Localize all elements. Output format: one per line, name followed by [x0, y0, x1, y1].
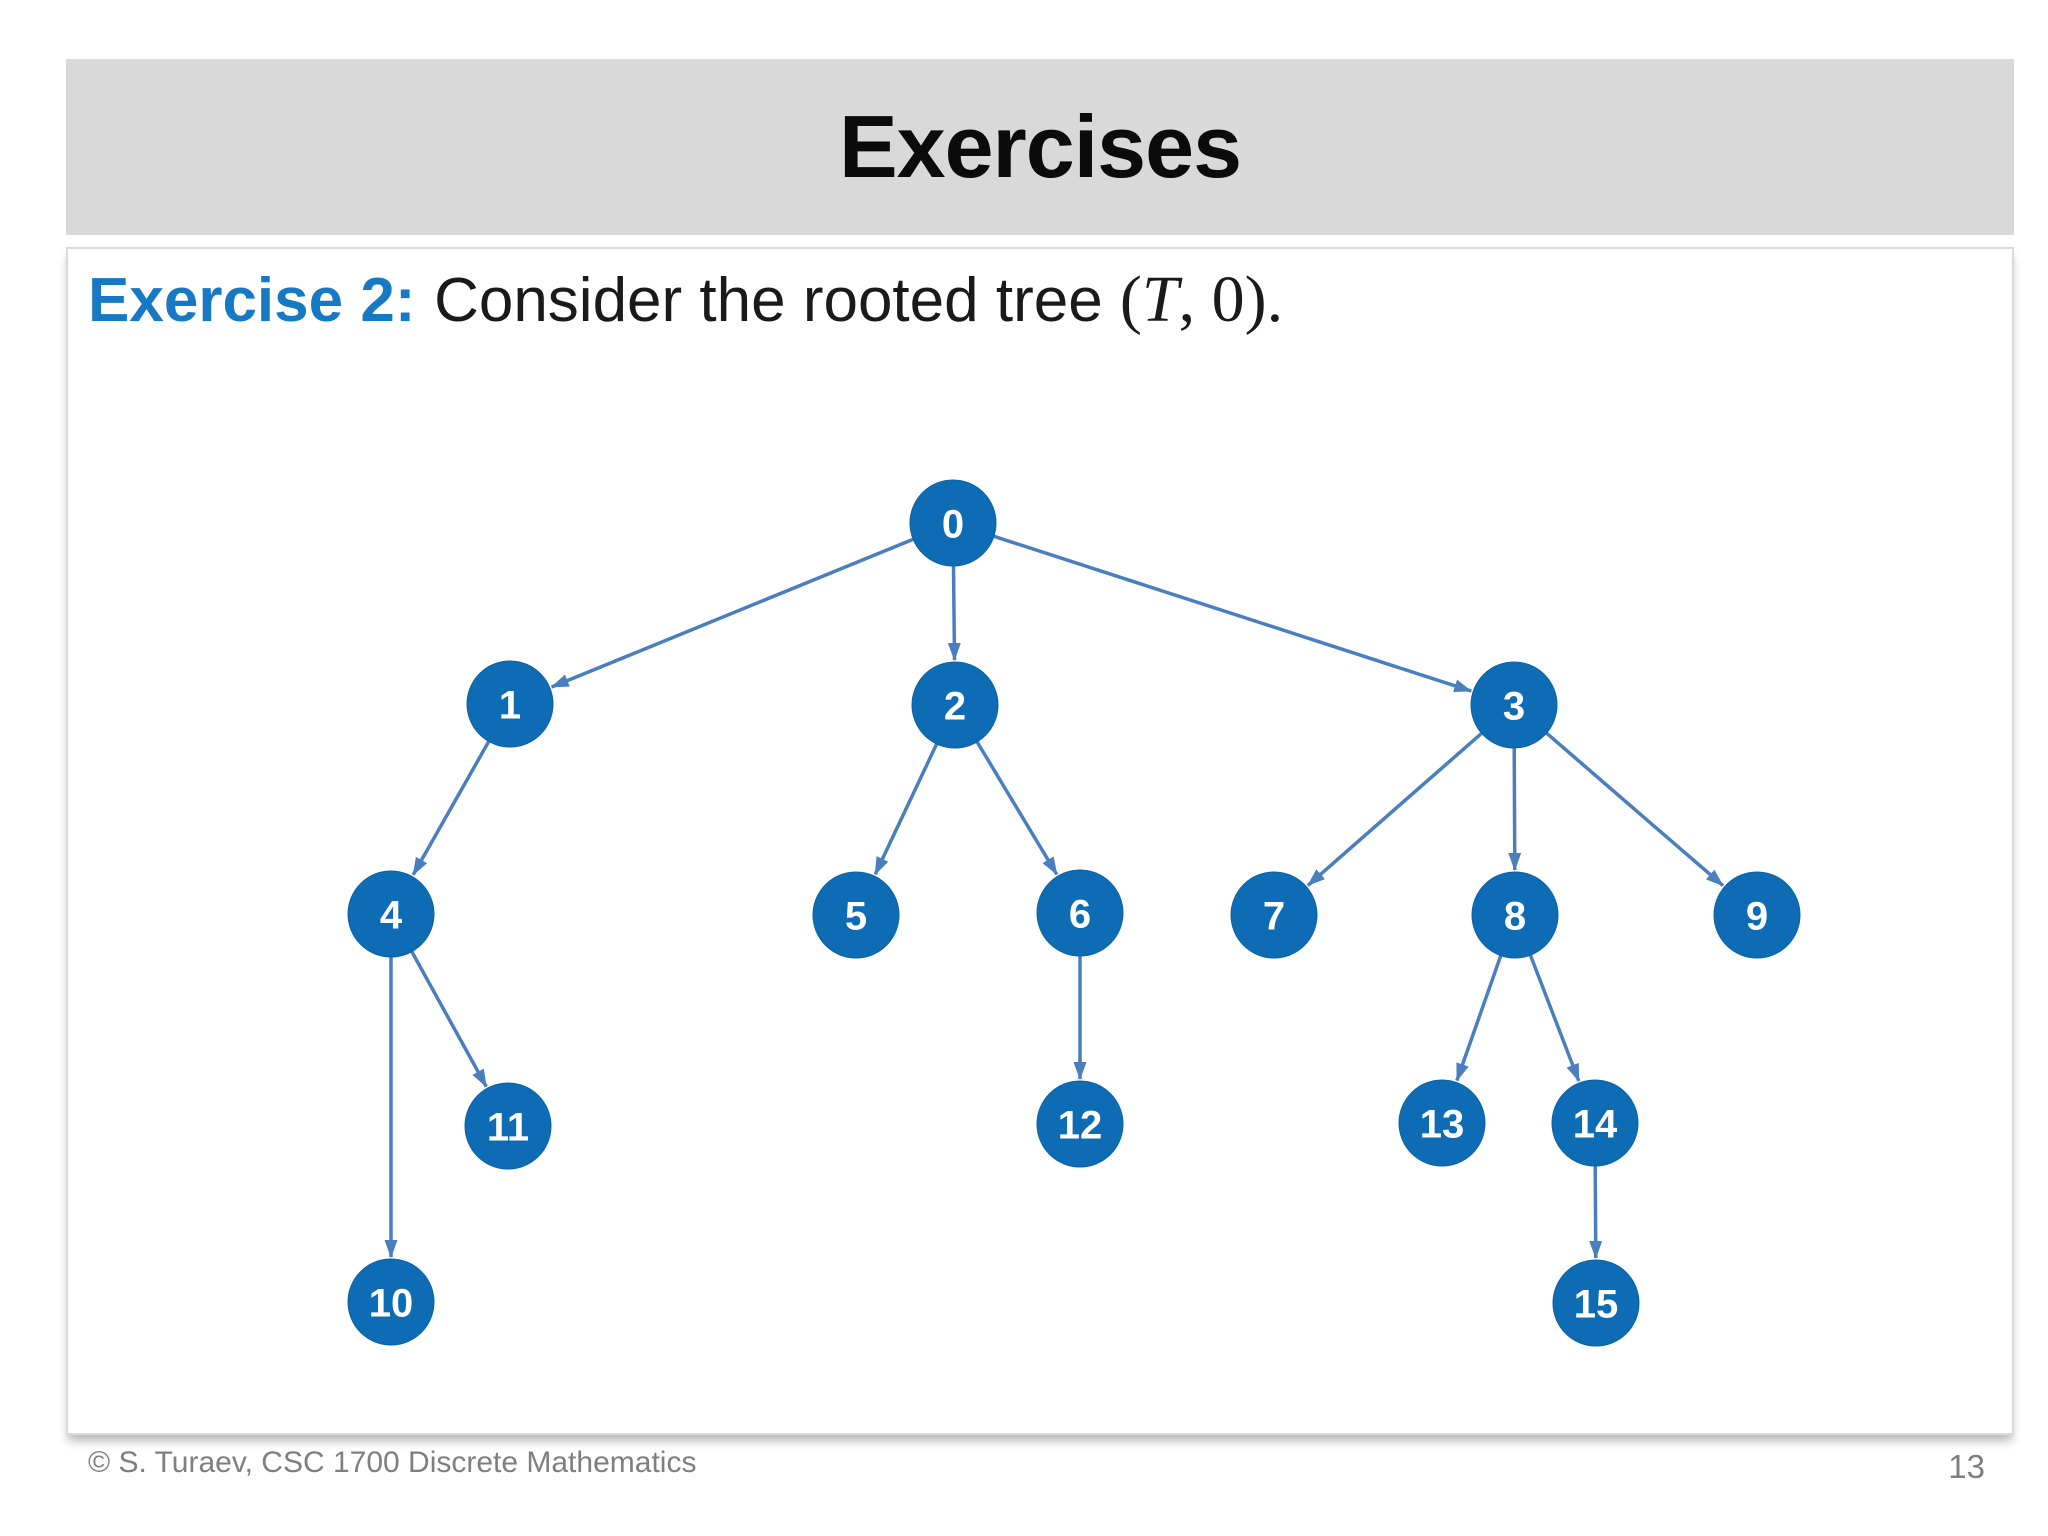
- math-close-paren: ): [1244, 263, 1267, 336]
- tree-edge-8-14: [1528, 954, 1581, 1082]
- tree-node-13: 13: [1398, 1079, 1486, 1167]
- tree-edge-8-13: [1455, 955, 1503, 1082]
- slide-title: Exercises: [838, 97, 1242, 196]
- tree-node-label-8: 8: [1504, 894, 1526, 938]
- tree-node-label-4: 4: [380, 893, 403, 937]
- tree-node-3: 3: [1470, 661, 1558, 749]
- tree-node-label-13: 13: [1420, 1102, 1465, 1146]
- exercise-label: Exercise 2:: [88, 266, 416, 335]
- tree-node-label-1: 1: [499, 683, 521, 727]
- exercise-body-text: Consider the rooted tree: [434, 266, 1103, 335]
- tree-node-circle-13: [1398, 1079, 1486, 1167]
- tree-node-circle-8: [1471, 871, 1559, 959]
- tree-edge-2-6: [975, 740, 1059, 876]
- math-open-paren: (: [1119, 263, 1142, 336]
- tree-edges: [384, 534, 1725, 1259]
- tree-edge-3-7: [1306, 731, 1483, 887]
- tree-node-10: 10: [347, 1258, 435, 1346]
- tree-node-circle-14: [1551, 1079, 1639, 1167]
- page-number: 13: [1948, 1448, 1985, 1485]
- math-variable-T: T: [1141, 263, 1179, 336]
- tree-node-label-9: 9: [1746, 894, 1768, 938]
- tree-node-label-10: 10: [369, 1281, 414, 1325]
- tree-node-0: 0: [909, 479, 997, 567]
- tree-node-label-14: 14: [1573, 1102, 1618, 1146]
- tree-node-label-15: 15: [1574, 1282, 1619, 1326]
- tree-node-circle-7: [1230, 871, 1318, 959]
- tree-node-circle-4: [347, 870, 435, 958]
- tree-node-15: 15: [1552, 1259, 1640, 1347]
- tree-node-circle-3: [1470, 661, 1558, 749]
- tree-node-circle-0: [909, 479, 997, 567]
- tree-node-label-3: 3: [1503, 684, 1525, 728]
- tree-edge-1-4: [411, 740, 491, 876]
- tree-node-12: 12: [1036, 1080, 1124, 1168]
- tree-edge-0-1: [550, 537, 914, 689]
- tree-edge-2-5: [873, 743, 939, 876]
- tree-node-4: 4: [347, 870, 435, 958]
- footer-credit: © S. Turaev, CSC 1700 Discrete Mathemati…: [88, 1446, 697, 1479]
- tree-node-6: 6: [1036, 869, 1124, 957]
- tree-node-5: 5: [812, 871, 900, 959]
- math-rest: , 0: [1178, 263, 1245, 336]
- tree-edge-14-15: [1589, 1165, 1603, 1259]
- tree-node-circle-15: [1552, 1259, 1640, 1347]
- tree-node-circle-1: [466, 660, 554, 748]
- tree-node-circle-2: [911, 661, 999, 749]
- tree-node-14: 14: [1551, 1079, 1639, 1167]
- tree-node-circle-6: [1036, 869, 1124, 957]
- exercise-statement: Exercise 2: Consider the rooted tree (T, …: [88, 262, 1283, 338]
- tree-node-7: 7: [1230, 871, 1318, 959]
- tree-node-circle-11: [464, 1082, 552, 1170]
- tree-node-11: 11: [464, 1082, 552, 1170]
- sentence-period: .: [1266, 263, 1284, 336]
- tree-node-label-5: 5: [845, 894, 867, 938]
- tree-edge-0-2: [947, 565, 961, 661]
- tree-node-label-0: 0: [942, 502, 964, 546]
- tree-node-label-7: 7: [1263, 894, 1285, 938]
- tree-node-circle-10: [347, 1258, 435, 1346]
- tree-node-1: 1: [466, 660, 554, 748]
- tree-node-9: 9: [1713, 871, 1801, 959]
- tree-edge-0-3: [993, 534, 1473, 693]
- tree-node-label-11: 11: [487, 1105, 529, 1149]
- tree-node-circle-5: [812, 871, 900, 959]
- tree-node-circle-9: [1713, 871, 1801, 959]
- tree-edge-4-11: [410, 950, 488, 1088]
- tree-node-8: 8: [1471, 871, 1559, 959]
- slide-title-bar: Exercises: [66, 59, 2014, 235]
- tree-node-label-12: 12: [1058, 1103, 1103, 1147]
- tree-node-label-6: 6: [1069, 892, 1091, 936]
- tree-edge-3-9: [1545, 731, 1725, 887]
- tree-node-label-2: 2: [944, 684, 966, 728]
- tree-node-circle-12: [1036, 1080, 1124, 1168]
- tree-node-2: 2: [911, 661, 999, 749]
- tree-edge-3-8: [1508, 747, 1522, 871]
